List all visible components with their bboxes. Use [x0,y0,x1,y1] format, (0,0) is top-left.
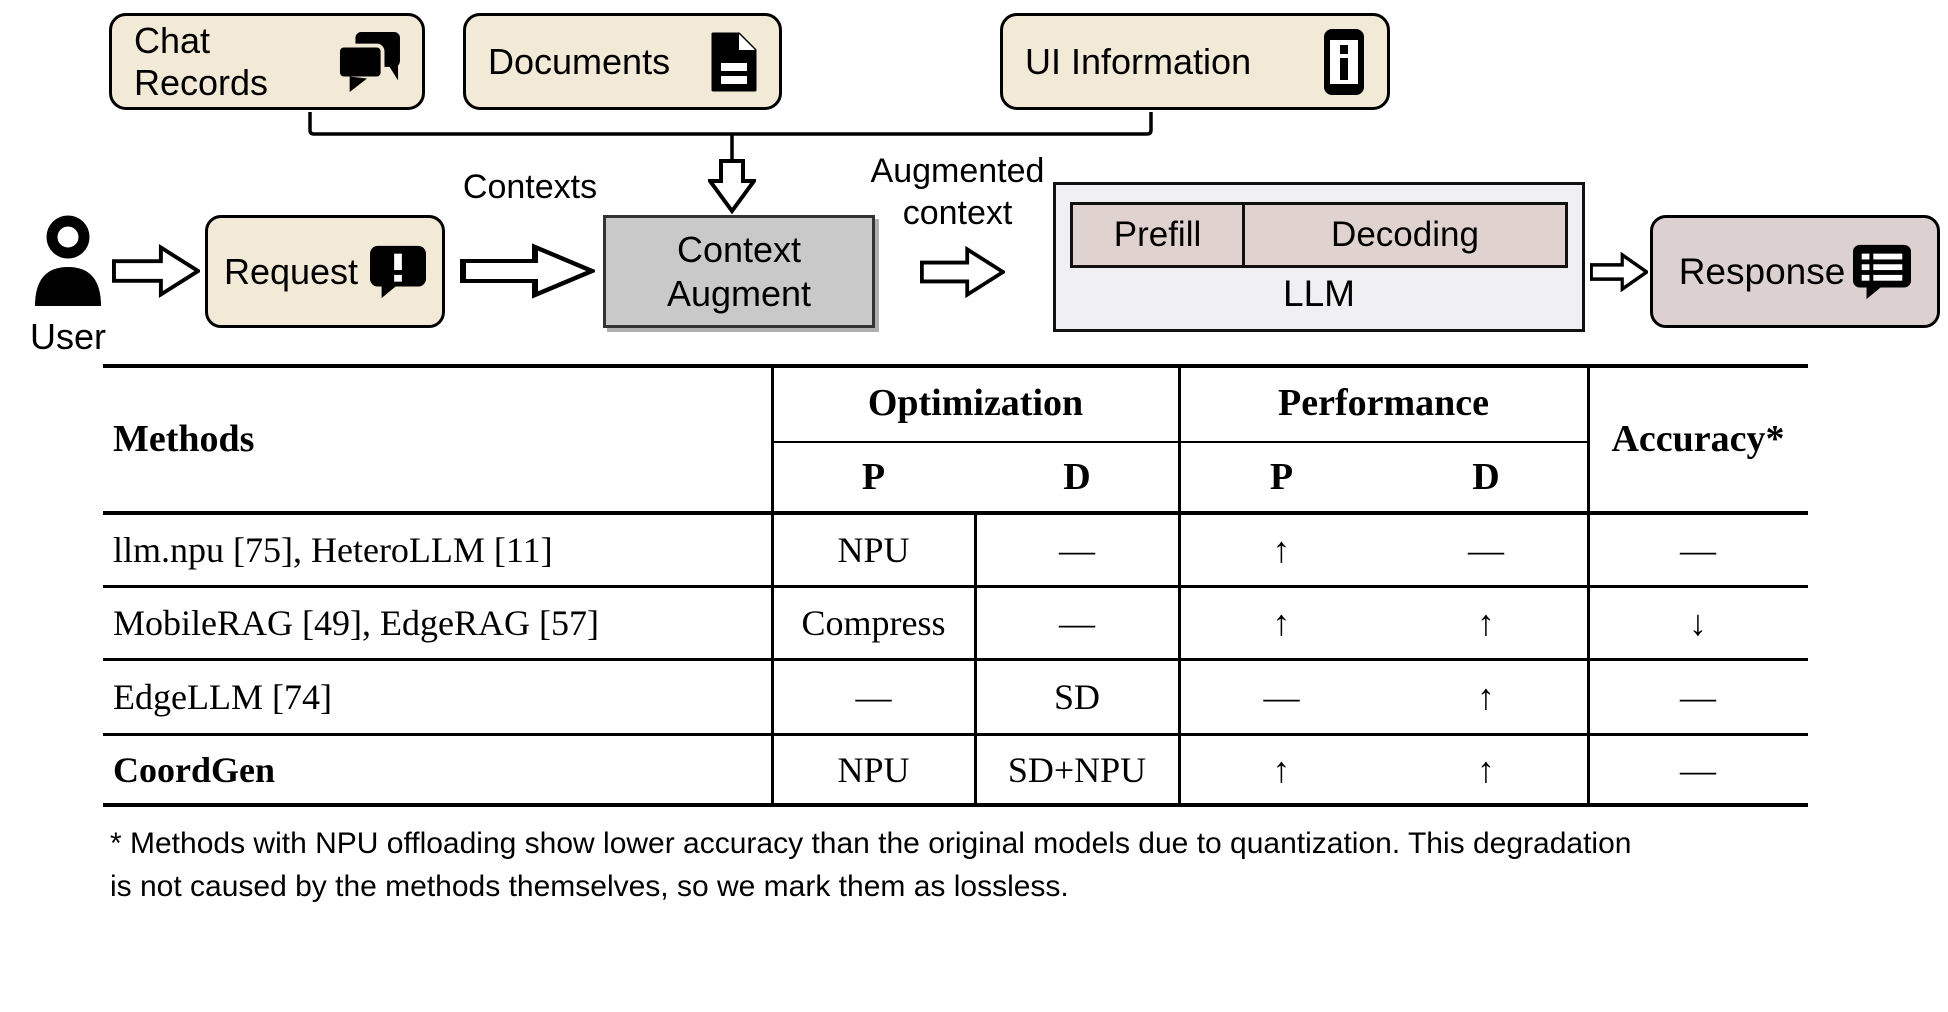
table-row-rule [103,658,1808,661]
accuracy-cell: — [1680,529,1716,570]
documents-label: Documents [488,40,671,82]
opt-d-cell: SD+NPU [1007,749,1147,790]
prefill-decoding-strip: Prefill Decoding [1070,202,1568,268]
table-row-rule [103,585,1808,588]
method-cell: llm.npu [75], HeteroLLM [11] [113,529,553,570]
opt-d-cell: — [1059,603,1095,643]
subcol-optimization-p: P [861,456,886,498]
footnote-line: * Methods with NPU offloading show lower… [110,827,1632,860]
llm-box: Prefill Decoding LLM [1053,182,1585,332]
table-bottom-rule [103,803,1808,807]
augmented-context-label: Augmented context [870,152,1045,232]
perf-d-cell: ↑ [1477,603,1495,643]
chat-records-label: Chat Records [134,19,269,103]
chat-bubbles-icon [338,31,400,92]
table-row: CoordGen NPU SD+NPU ↑ ↑ — [103,736,1808,803]
opt-p-cell: NPU [837,529,910,570]
method-cell: CoordGen [113,749,275,790]
subcol-performance-d: D [1472,456,1500,498]
ui-information-box: UI Information [1000,13,1390,110]
perf-p-cell: ↑ [1272,603,1291,643]
request-box: Request [205,215,445,328]
table-row: llm.npu [75], HeteroLLM [11] NPU — ↑ — — [103,514,1808,585]
table-row-rule [103,733,1808,736]
document-icon [711,32,757,92]
footnote-line: is not caused by the methods themselves,… [110,870,1069,903]
opt-p-cell: NPU [837,749,910,790]
flow-arrow-icon [1590,252,1648,292]
perf-d-cell: ↑ [1477,749,1495,790]
flow-arrow-icon [112,243,200,299]
documents-box: Documents [463,13,782,110]
table-vrule [974,511,977,807]
contexts-label: Contexts [462,168,598,206]
col-group-performance: Performance [1278,382,1489,424]
table-footnote: * Methods with NPU offloading show lower… [110,822,1810,908]
perf-p-cell: ↑ [1272,529,1291,570]
table-row: EdgeLLM [74] — SD — ↑ — [103,661,1808,733]
table-vrule [1587,364,1590,807]
table-vrule [1178,364,1181,807]
accuracy-cell: — [1680,677,1716,717]
col-header-methods: Methods [113,418,255,460]
col-group-optimization: Optimization [867,382,1084,424]
response-label: Response [1678,250,1846,292]
bracket-connector [300,104,1160,168]
flow-arrow-icon [460,243,595,299]
accuracy-cell: — [1680,749,1716,790]
perf-d-cell: ↑ [1477,677,1495,717]
opt-p-cell: — [855,677,892,717]
context-augment-box: Context Augment [603,215,875,328]
table-top-rule [103,364,1808,368]
table-header-rule [103,511,1808,515]
decoding-cell: Decoding [1331,215,1479,254]
phone-info-icon [1323,28,1365,95]
method-cell: EdgeLLM [74] [113,677,332,717]
subcol-optimization-d: D [1063,456,1091,498]
user-icon [30,214,106,308]
response-box: Response [1650,215,1940,328]
user-label: User [29,316,106,357]
chat-records-box: Chat Records [109,13,425,110]
col-header-accuracy: Accuracy* [1611,418,1785,460]
opt-d-cell: SD [1053,677,1101,717]
flow-arrow-icon [920,244,1005,300]
list-bubble-icon [1853,244,1912,300]
perf-p-cell: ↑ [1272,749,1291,790]
down-arrow-icon [708,158,756,214]
method-cell: MobileRAG [49], EdgeRAG [57] [113,603,599,643]
perf-p-cell: — [1263,677,1300,717]
table-vrule [771,364,774,807]
request-label: Request [223,250,359,292]
exclamation-bubble-icon [370,245,427,299]
prefill-cell: Prefill [1073,205,1245,265]
perf-d-cell: — [1468,529,1504,570]
table-row: MobileRAG [49], EdgeRAG [57] Compress — … [103,588,1808,658]
opt-d-cell: — [1059,529,1095,570]
llm-label: LLM [1283,273,1355,314]
subcol-performance-p: P [1269,456,1294,498]
opt-p-cell: Compress [801,603,946,643]
accuracy-cell: ↓ [1689,603,1707,643]
ui-information-label: UI Information [1025,40,1252,82]
